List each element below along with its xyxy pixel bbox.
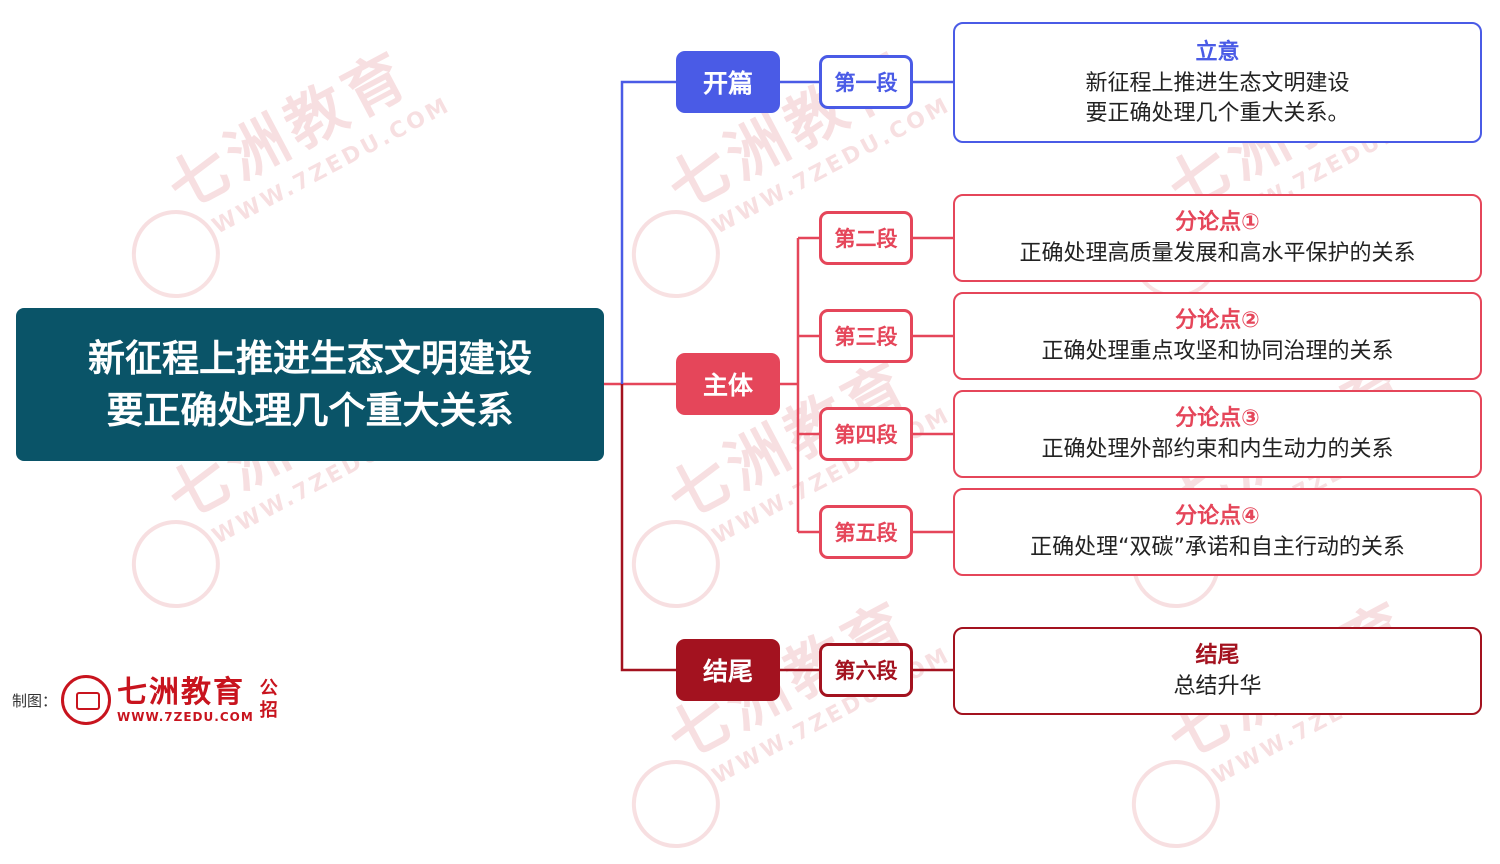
card-title: 立意 xyxy=(1195,39,1240,65)
card-body-line: 正确处理“双碳”承诺和自主行动的关系 xyxy=(1030,535,1405,560)
connector-opening xyxy=(620,80,676,384)
card-point-2: 分论点② 正确处理重点攻坚和协同治理的关系 xyxy=(953,292,1482,380)
root-line-1: 新征程上推进生态文明建设 xyxy=(88,336,532,380)
card-body-line: 正确处理重点攻坚和协同治理的关系 xyxy=(1041,339,1394,364)
card-body-line: 总结升华 xyxy=(1173,674,1262,699)
card-title: 分论点④ xyxy=(1175,504,1260,529)
credit-label: 制图： xyxy=(12,691,58,710)
card-body-line: 要正确处理几个重大关系。 xyxy=(1085,100,1350,126)
card-ending: 结尾 总结升华 xyxy=(953,627,1482,715)
logo-url: WWW.7ZEDU.COM xyxy=(117,710,254,724)
paragraph-4: 第四段 xyxy=(819,407,913,461)
logo-tag: 公 招 xyxy=(260,678,278,722)
card-point-1: 分论点① 正确处理高质量发展和高水平保护的关系 xyxy=(953,194,1482,282)
card-body-line: 正确处理外部约束和内生动力的关系 xyxy=(1041,437,1394,462)
root-line-2: 要正确处理几个重大关系 xyxy=(106,388,514,432)
card-title: 分论点① xyxy=(1175,210,1260,235)
connector-lines xyxy=(604,80,953,672)
card-body-line: 正确处理高质量发展和高水平保护的关系 xyxy=(1019,241,1416,266)
logo-emblem-icon xyxy=(61,675,112,725)
logo-tag-2: 招 xyxy=(259,700,278,721)
card-body-line: 新征程上推进生态文明建设 xyxy=(1085,70,1350,96)
root-topic: 新征程上推进生态文明建设 要正确处理几个重大关系 xyxy=(16,308,604,461)
paragraph-1: 第一段 xyxy=(819,55,913,109)
card-title: 分论点③ xyxy=(1175,406,1260,431)
credit: 制图： 七洲教育 WWW.7ZEDU.COM 公 招 xyxy=(12,672,278,728)
card-opening: 立意 新征程上推进生态文明建设 要正确处理几个重大关系。 xyxy=(953,22,1482,143)
paragraph-3: 第三段 xyxy=(819,309,913,363)
logo-text: 七洲教育 WWW.7ZEDU.COM xyxy=(117,675,254,725)
section-main: 主体 xyxy=(676,353,780,415)
card-title: 分论点② xyxy=(1175,308,1260,333)
section-opening: 开篇 xyxy=(676,51,780,113)
logo-brand: 七洲教育 xyxy=(117,675,246,710)
paragraph-5: 第五段 xyxy=(819,505,913,559)
card-title: 结尾 xyxy=(1195,643,1240,668)
card-point-4: 分论点④ 正确处理“双碳”承诺和自主行动的关系 xyxy=(953,488,1482,576)
card-point-3: 分论点③ 正确处理外部约束和内生动力的关系 xyxy=(953,390,1482,478)
logo-tag-1: 公 xyxy=(259,678,278,699)
paragraph-2: 第二段 xyxy=(819,211,913,265)
paragraph-6: 第六段 xyxy=(819,643,913,697)
connector-main-bracket xyxy=(780,236,819,534)
connector-ending xyxy=(620,384,676,672)
section-ending: 结尾 xyxy=(676,639,780,701)
